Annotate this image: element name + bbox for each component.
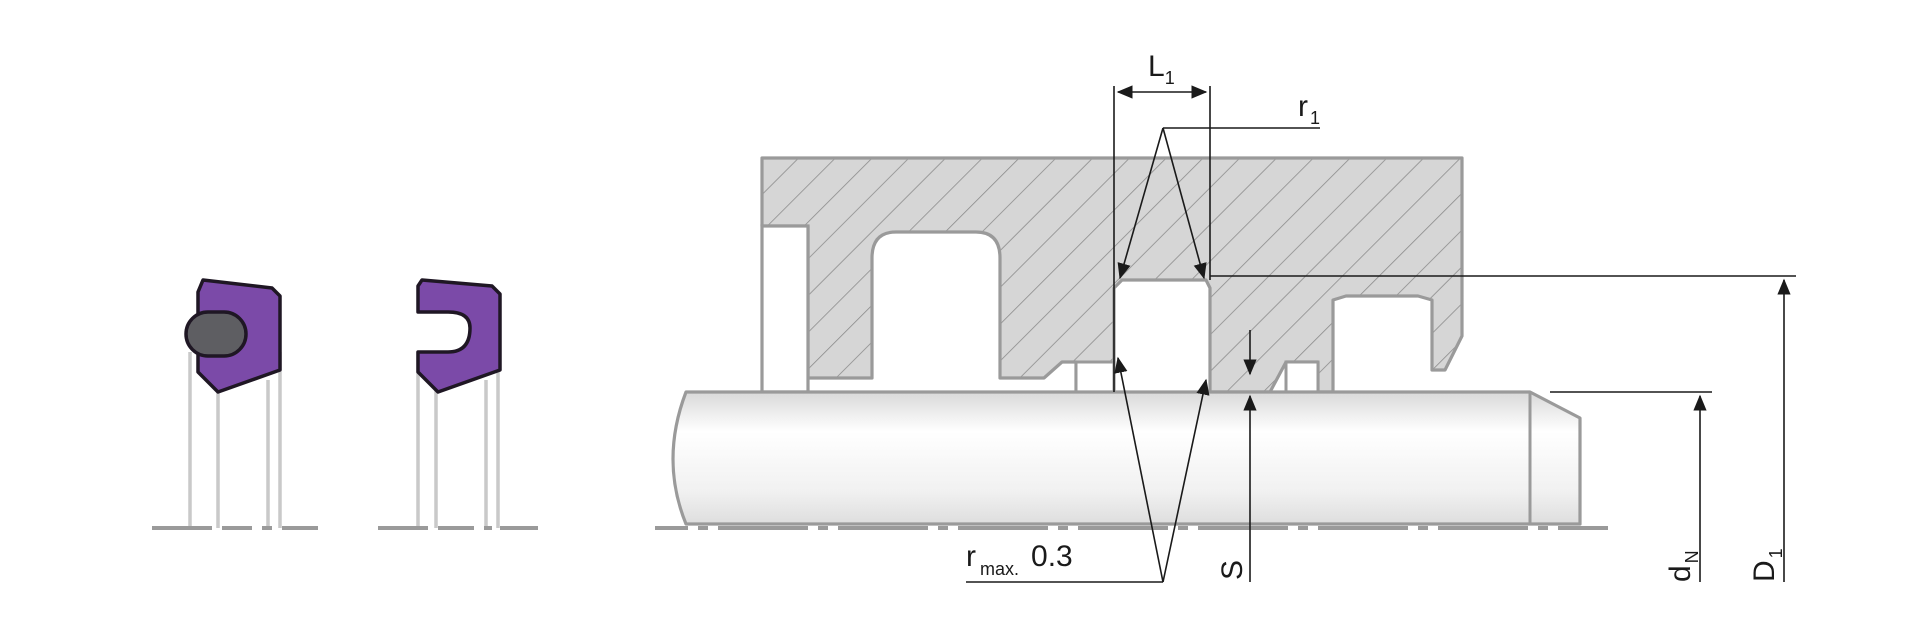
rmax-arrow-left — [1114, 356, 1164, 583]
seal-without-oring-legs — [416, 352, 500, 528]
oring-cross-section — [184, 310, 248, 358]
r1-arrow-right — [1162, 127, 1207, 280]
rod-body — [671, 390, 1582, 526]
seal-with-oring-legs — [188, 352, 282, 528]
seal-with-oring-figure — [152, 278, 318, 530]
rod-shaft — [655, 390, 1608, 530]
seal-without-oring-figure — [378, 278, 538, 530]
s-label: S — [1216, 560, 1249, 580]
housing-cross-section — [760, 156, 1464, 394]
housing-body — [760, 156, 1464, 394]
dimension-lines — [966, 85, 1796, 583]
l1-label: L1 — [1148, 50, 1175, 88]
housing-left-column — [760, 224, 810, 394]
d1-label: D1 — [1748, 548, 1786, 582]
rmax-arrow-right — [1162, 378, 1210, 583]
seal-profile-purple-open — [416, 278, 502, 394]
r1-arrow-left — [1117, 127, 1164, 280]
dn-label: dN — [1664, 550, 1702, 582]
